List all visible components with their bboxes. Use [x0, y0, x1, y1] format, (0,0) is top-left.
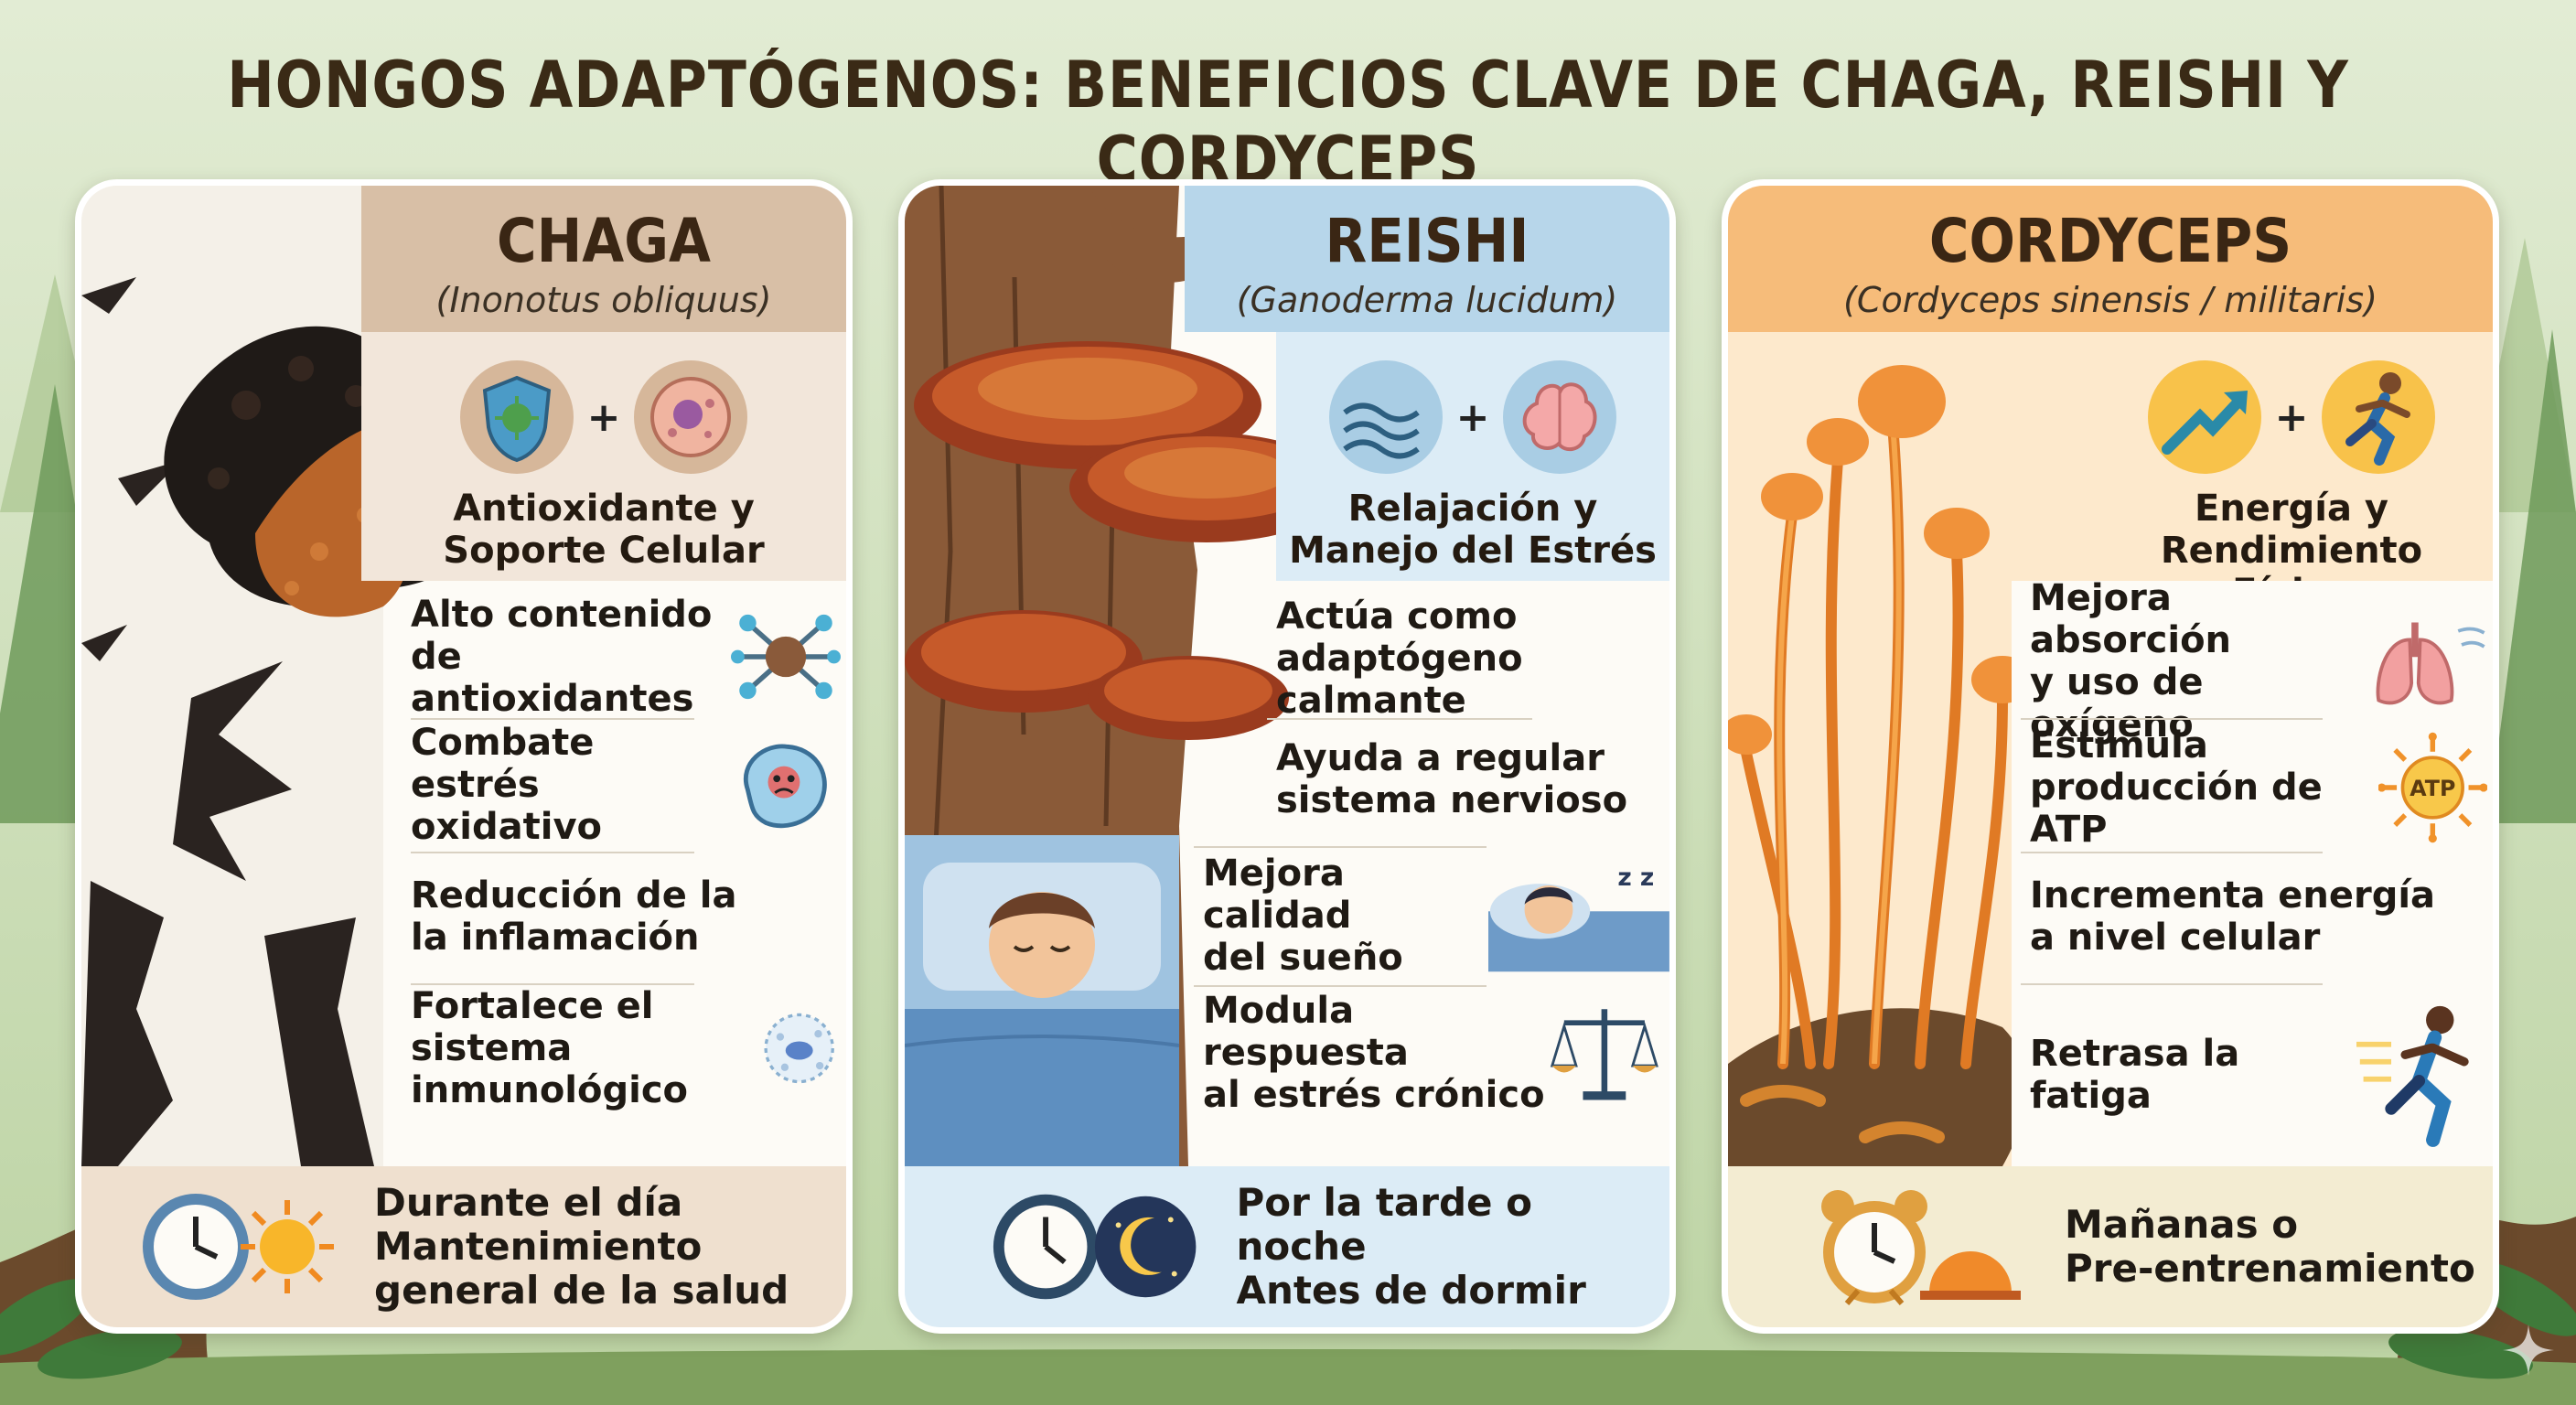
shield-virus-icon	[459, 360, 574, 474]
timing-footer: Mañanas o Pre-entrenamiento	[1728, 1166, 2493, 1327]
plus-sign: +	[586, 393, 621, 441]
sunrise-icon	[1920, 1251, 2021, 1300]
brain-icon	[1503, 360, 1617, 474]
card-title: REISHI	[1325, 206, 1530, 276]
scientific-name: (Cordyceps sinensis / militaris)	[1843, 280, 2377, 320]
list-item: Retrasa la fatiga	[2030, 992, 2487, 1157]
sleeping-person-icon: z z	[1488, 864, 1669, 972]
arrow-up-icon	[2147, 360, 2261, 474]
moon-icon	[1095, 1196, 1197, 1298]
page-title: HONGOS ADAPTÓGENOS: BENEFICIOS CLAVE DE …	[227, 48, 2349, 198]
card-title: CORDYCEPS	[1928, 206, 2292, 276]
plus-sign: +	[2274, 393, 2309, 441]
timing-text: Por la tarde o noche Antes de dormir	[1236, 1180, 1586, 1313]
timing-text: Mañanas o Pre-entrenamiento	[2065, 1202, 2475, 1291]
card-cordyceps: CORDYCEPS (Cordyceps sinensis / militari…	[1722, 179, 2499, 1334]
molecule-icon	[731, 614, 841, 700]
immune-cell-icon	[764, 1013, 834, 1084]
runner-icon	[2356, 1005, 2470, 1147]
card-reishi: REISHI (Ganoderma lucidum) + Relajación …	[898, 179, 1676, 1334]
atp-icon: ATP	[2378, 732, 2487, 843]
sparkle-icon	[2503, 1325, 2554, 1376]
waves-icon	[1328, 360, 1443, 474]
card-chaga: CHAGA (Inonotus obliquus) + Antioxidante…	[75, 179, 853, 1334]
balance-scale-icon	[1551, 1009, 1659, 1100]
lungs-icon	[2376, 622, 2485, 705]
main-benefit-text: Antioxidante y Soporte Celular	[443, 488, 765, 572]
svg-text:z z: z z	[1617, 864, 1654, 892]
chaga-header: CHAGA (Inonotus obliquus)	[361, 186, 846, 332]
scientific-name: (Ganoderma lucidum)	[1236, 280, 1618, 320]
main-benefit-text: Relajación y Manejo del Estrés	[1289, 488, 1657, 572]
plus-sign: +	[1455, 393, 1490, 441]
main-benefit-box: + Relajación y Manejo del Estrés	[1276, 332, 1669, 581]
clock-icon	[993, 1194, 1099, 1300]
cordyceps-header: CORDYCEPS (Cordyceps sinensis / militari…	[1728, 186, 2493, 332]
sun-icon	[241, 1200, 334, 1293]
card-title: CHAGA	[496, 206, 711, 276]
runner-icon	[2322, 360, 2436, 474]
timing-footer: Por la tarde o noche Antes de dormir	[905, 1166, 1669, 1327]
svg-text:ATP: ATP	[2410, 776, 2456, 801]
main-benefit-box: + Antioxidante y Soporte Celular	[361, 332, 846, 581]
stressed-cell-icon	[744, 744, 827, 829]
timing-text: Durante el día Mantenimiento general de …	[374, 1180, 789, 1313]
scientific-name: (Inonotus obliquus)	[435, 280, 772, 320]
reishi-header: REISHI (Ganoderma lucidum)	[1185, 186, 1669, 332]
timing-footer: Durante el día Mantenimiento general de …	[81, 1166, 846, 1327]
main-benefit-box: + Energía y Rendimiento Físico	[2090, 332, 2493, 614]
alarm-clock-icon	[1821, 1190, 1927, 1305]
clock-icon	[143, 1194, 249, 1300]
cell-icon	[634, 360, 748, 474]
